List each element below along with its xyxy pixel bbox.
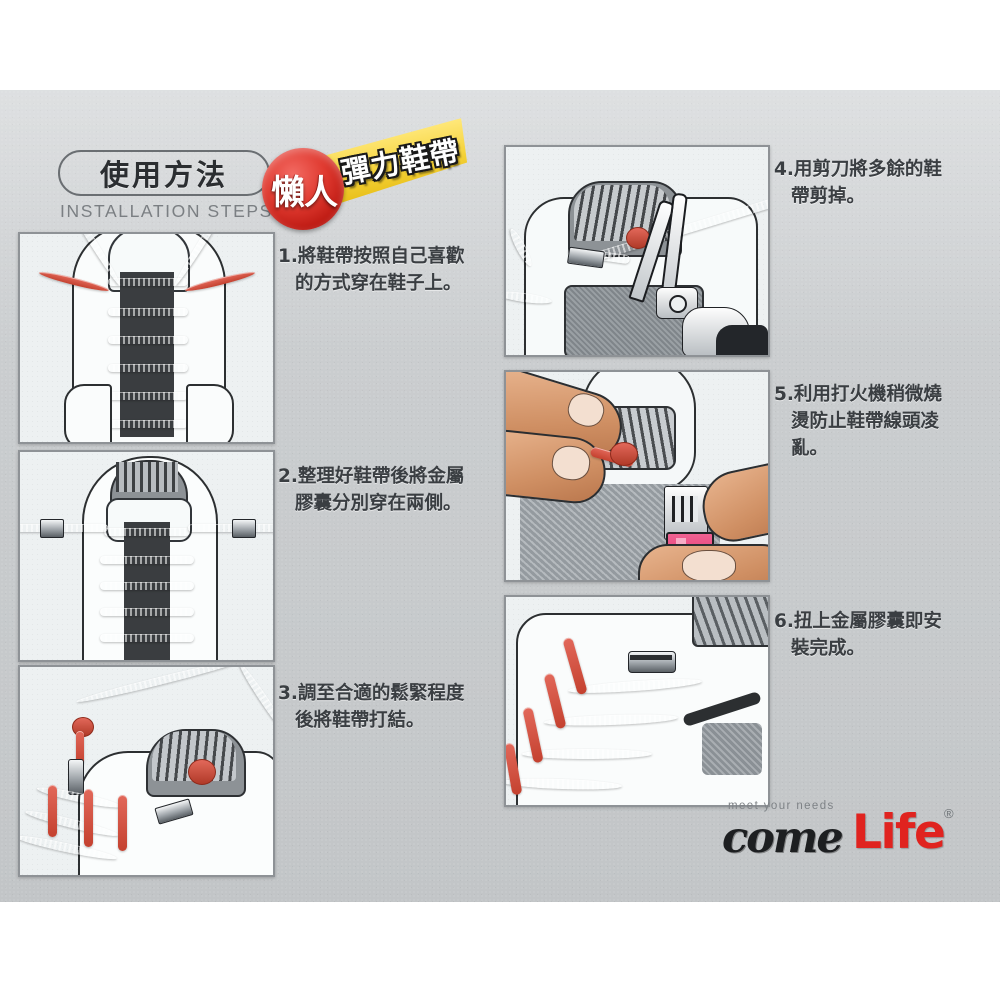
metal-capsule-right (232, 519, 256, 538)
step-2-caption: 2.整理好鞋帶後將金屬 膠囊分別穿在兩側。 (278, 463, 493, 518)
step-1-caption: 1.將鞋帶按照自己喜歡 的方式穿在鞋子上。 (278, 243, 493, 298)
brand-logo: meet your needs come Life ® (722, 800, 954, 866)
lace-tip-knot (610, 442, 638, 466)
header: 使用方法 INSTALLATION STEPS (58, 150, 273, 222)
step-1-line2: 的方式穿在鞋子上。 (295, 273, 462, 294)
step-6-line1: 扭上金屬膠囊即安 (793, 611, 942, 632)
scissor-pivot (669, 295, 687, 313)
circle-label: 懶人 (271, 172, 338, 213)
step-6-line2: 裝完成。 (791, 638, 866, 659)
step-4-caption: 4.用剪刀將多餘的鞋 帶剪掉。 (774, 156, 989, 211)
step-5-line3: 亂。 (791, 438, 829, 459)
step-2-number: 2. (278, 466, 298, 487)
step-2-photo (18, 450, 275, 662)
step-1-number: 1. (278, 246, 298, 267)
step-1-photo (18, 232, 275, 444)
step-3-photo (18, 665, 275, 877)
step-4-line2: 帶剪掉。 (791, 186, 866, 207)
metal-capsule-left (40, 519, 64, 538)
page-subtitle: INSTALLATION STEPS (60, 201, 273, 221)
ribbon-label: 彈力鞋帶 (338, 133, 463, 191)
step-5-line2: 燙防止鞋帶線頭凌 (791, 411, 940, 432)
step-3-line2: 後將鞋帶打結。 (295, 710, 425, 731)
product-logo-badge: 彈力鞋帶 懶人 (262, 126, 467, 230)
step-4-line1: 用剪刀將多餘的鞋 (793, 159, 942, 180)
step-4-number: 4. (774, 159, 794, 180)
step-3-caption: 3.調至合適的鬆緊程度 後將鞋帶打結。 (278, 680, 493, 735)
step-5-number: 5. (774, 384, 794, 405)
step-3-number: 3. (278, 683, 298, 704)
scissor-handle (716, 325, 768, 355)
step-5-photo (504, 370, 770, 582)
step-6-caption: 6.扭上金屬膠囊即安 裝完成。 (774, 608, 989, 663)
page-title-pill: 使用方法 (58, 150, 270, 196)
lace-knot-right (188, 759, 216, 785)
step-2-line2: 膠囊分別穿在兩側。 (295, 493, 462, 514)
step-2-line1: 整理好鞋帶後將金屬 (297, 466, 465, 487)
step-5-caption: 5.利用打火機稍微燒 燙防止鞋帶線頭凌 亂。 (774, 381, 989, 463)
brand-name-red: Life (852, 805, 946, 860)
registered-trademark-icon: ® (944, 806, 954, 821)
step-6-photo (504, 595, 770, 807)
brand-tagline: meet your needs (728, 800, 835, 812)
step-1-line1: 將鞋帶按照自己喜歡 (297, 246, 465, 267)
brand-name-dark: come (722, 813, 844, 863)
page-title: 使用方法 (99, 158, 228, 192)
red-circle-shape (262, 148, 344, 230)
step-3-line1: 調至合適的鬆緊程度 (297, 683, 465, 704)
lighter-vents (672, 496, 698, 522)
step-5-line1: 利用打火機稍微燒 (793, 384, 942, 405)
step-4-photo (504, 145, 770, 357)
step-6-number: 6. (774, 611, 794, 632)
